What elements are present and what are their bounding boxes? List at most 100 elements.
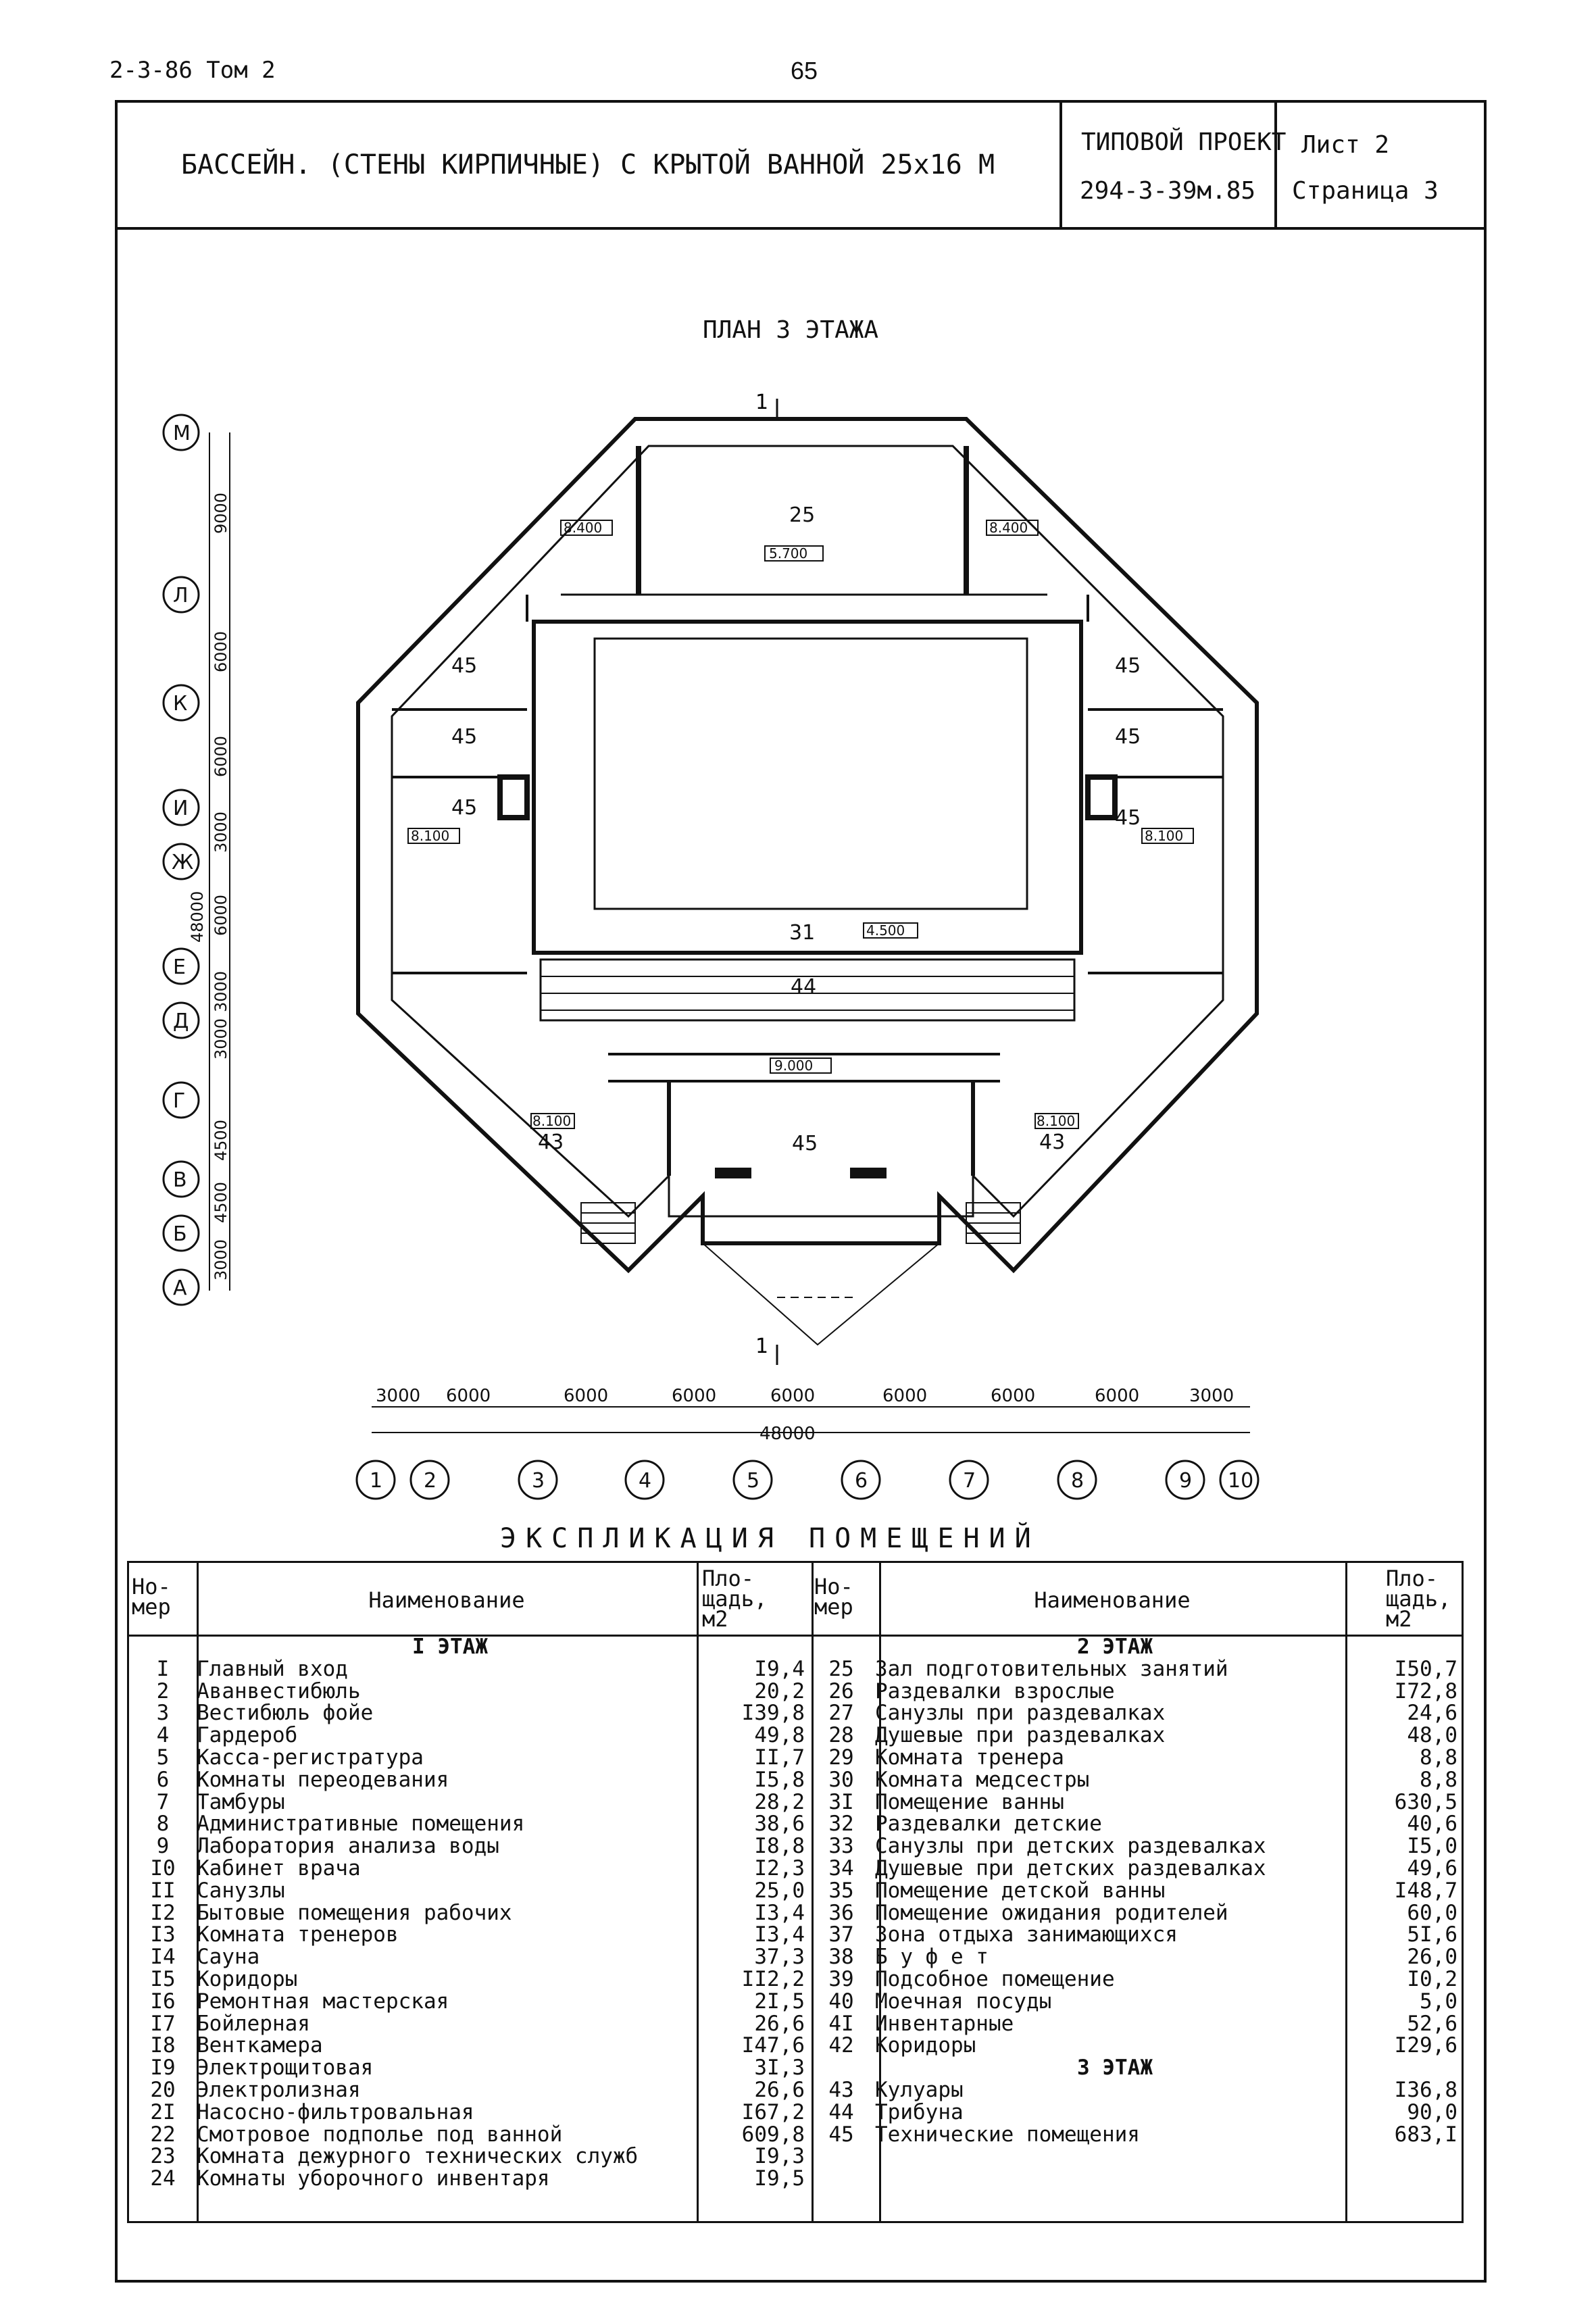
room-name: Трибуна <box>875 2099 964 2124</box>
table-divider <box>1345 1563 1347 2221</box>
room-name: Санузлы <box>197 1878 285 1903</box>
room-number: 24 <box>150 2166 176 2191</box>
explication-title: ЭКСПЛИКАЦИЯ ПОМЕЩЕНИЙ <box>500 1523 1041 1554</box>
room-area: 38,6 <box>754 1812 805 1837</box>
room-name: Тамбуры <box>197 1789 285 1814</box>
level-mark: 8.400 <box>560 520 613 536</box>
room-name: Насосно-фильтровальная <box>197 2099 474 2124</box>
dim-label: 3000 <box>211 1018 230 1060</box>
room-area: 25,0 <box>754 1878 805 1903</box>
room-area: 3I,3 <box>754 2056 805 2081</box>
room-number: 5 <box>156 1745 170 1770</box>
svg-text:7: 7 <box>963 1469 976 1493</box>
dim-label: 3000 <box>1189 1386 1234 1406</box>
svg-text:Е: Е <box>173 955 186 979</box>
room-name: Электрощитовая <box>197 2056 374 2081</box>
section-heading: I ЭТАЖ <box>412 1635 488 1659</box>
room-number: 36 <box>828 1900 854 1925</box>
room-number: 8 <box>156 1812 170 1837</box>
room-name: Душевые при раздевалках <box>875 1723 1166 1748</box>
room-name: Санузлы при детских раздевалках <box>875 1834 1266 1859</box>
room-43-label: 43 <box>1039 1130 1065 1154</box>
svg-text:Б: Б <box>173 1222 187 1246</box>
room-area: I5,0 <box>1407 1834 1457 1859</box>
room-45-label: 45 <box>451 796 477 820</box>
room-area: 24,6 <box>1407 1701 1457 1726</box>
dim-label: 3000 <box>211 1239 230 1280</box>
room-area: I5,8 <box>754 1767 805 1792</box>
room-name: Лаборатория анализа воды <box>197 1834 499 1859</box>
room-45-label: 45 <box>451 654 477 678</box>
dim-label: 4500 <box>211 1182 230 1223</box>
room-area: I50,7 <box>1394 1656 1457 1681</box>
room-name: Коридоры <box>875 2033 976 2058</box>
room-31-label: 31 <box>789 921 815 945</box>
dim-label: 6000 <box>211 631 230 672</box>
room-name: Бойлерная <box>197 2011 310 2036</box>
room-number: 37 <box>828 1922 854 1947</box>
room-number: 38 <box>828 1945 854 1970</box>
level-mark: 4.500 <box>863 922 918 939</box>
room-area: 26,6 <box>754 2077 805 2102</box>
svg-text:8.100: 8.100 <box>411 828 449 844</box>
floor-plan: 1 1 25 31 44 45 45 45 45 45 45 45 43 43 … <box>162 391 1260 1500</box>
axis-bubble: 2 <box>409 1460 450 1500</box>
room-name: Комната тренеров <box>197 1922 399 1947</box>
room-name: Комната дежурного технических служб <box>197 2144 639 2169</box>
room-number: 2 <box>156 1678 170 1703</box>
room-area: 26,6 <box>754 2011 805 2036</box>
axis-bubble: 3 <box>518 1460 558 1500</box>
svg-text:И: И <box>173 797 188 820</box>
svg-text:2: 2 <box>424 1469 437 1493</box>
axis-bubble: А <box>162 1268 200 1306</box>
svg-text:9: 9 <box>1179 1469 1192 1493</box>
header-number: Но-мер <box>132 1574 171 1620</box>
axis-bubble: Е <box>162 947 200 985</box>
room-area: 49,8 <box>754 1723 805 1748</box>
svg-text:9.000: 9.000 <box>774 1057 813 1074</box>
dim-label: 3000 <box>211 971 230 1012</box>
section-heading: 3 ЭТАЖ <box>1077 2056 1153 2081</box>
document-title: БАССЕЙН. (СТЕНЫ КИРПИЧНЫЕ) С КРЫТОЙ ВАНН… <box>180 149 995 180</box>
room-number: 40 <box>828 1989 854 2014</box>
room-number: I <box>156 1656 170 1681</box>
svg-text:В: В <box>173 1168 187 1192</box>
document-reference: 2-3-86 Том 2 <box>109 57 276 84</box>
room-area: 20,2 <box>754 1678 805 1703</box>
room-44-label: 44 <box>791 975 816 999</box>
axis-bubble: К <box>162 684 200 722</box>
room-area: 37,3 <box>754 1945 805 1970</box>
svg-text:М: М <box>173 422 191 445</box>
room-name: Зона отдыха занимающихся <box>875 1922 1178 1947</box>
room-area: I29,6 <box>1394 2033 1457 2058</box>
room-name: Комната тренера <box>875 1745 1064 1770</box>
room-45-label: 45 <box>451 725 477 749</box>
room-area: 5I,6 <box>1407 1922 1457 1947</box>
axis-bubble: 9 <box>1165 1460 1205 1500</box>
room-area: 52,6 <box>1407 2011 1457 2036</box>
room-area: 48,0 <box>1407 1723 1457 1748</box>
page-label: Страница 3 <box>1292 177 1439 205</box>
dim-label: 6000 <box>882 1386 927 1406</box>
axis-bubble: И <box>162 789 200 826</box>
svg-text:Л: Л <box>173 584 189 607</box>
room-name: Помещение ожидания родителей <box>875 1900 1228 1925</box>
room-area: I9,3 <box>754 2144 805 2169</box>
